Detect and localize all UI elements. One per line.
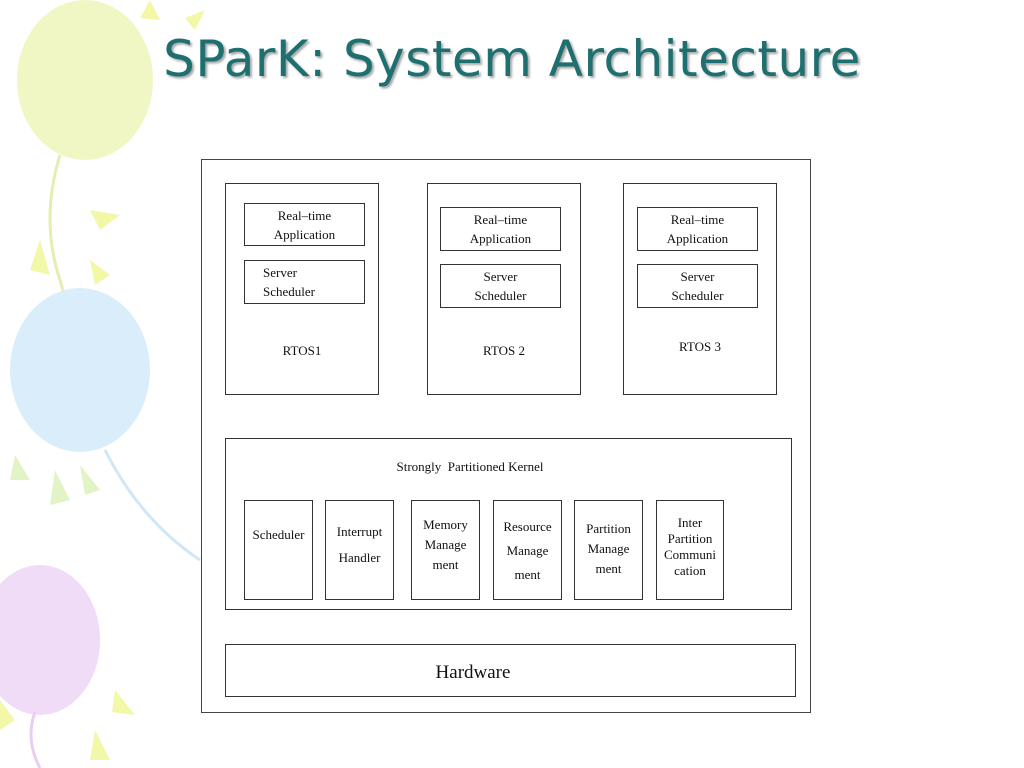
rtos3-scheduler-box: Server Scheduler [637,264,758,308]
kernel-title: Strongly Partitioned Kernel [396,459,544,474]
rtos1-label: RTOS1 [282,343,322,358]
kernel-component-partition-management: Partition Manage ment [574,500,643,600]
rtos2-scheduler-box: Server Scheduler [440,264,561,308]
rtos1-app-box: Real–time Application [244,203,365,246]
yellow-balloon [17,0,205,421]
rtos3-label: RTOS 3 [679,339,721,354]
hardware-box [225,644,796,697]
rtos1-scheduler-box: Server Scheduler [244,260,365,304]
purple-balloon [0,565,135,768]
rtos3-app-box: Real–time Application [637,207,758,251]
kernel-component-memory-management: Memory Manage ment [411,500,480,600]
kernel-component-interrupt-handler: Interrupt Handler [325,500,394,600]
blue-balloon [10,288,201,562]
slide-title: SParK: System Architecture [163,30,861,88]
kernel-component-scheduler: Scheduler [244,500,313,600]
hardware-label: Hardware [435,662,511,683]
kernel-component-resource-management: Resource Manage ment [493,500,562,600]
kernel-component-inter-partition-communication: Inter Partition Communi cation [656,500,724,600]
rtos2-app-box: Real–time Application [440,207,561,251]
rtos2-label: RTOS 2 [483,343,525,358]
